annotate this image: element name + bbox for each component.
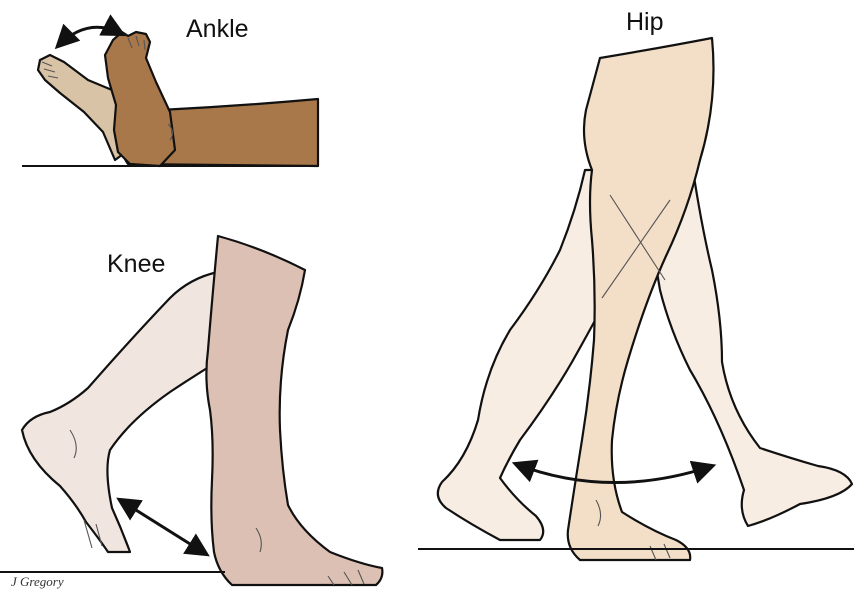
knee-panel: [0, 236, 382, 585]
knee-label: Knee: [107, 250, 165, 279]
knee-leg-front: [206, 236, 382, 585]
knee-motion-arrow: [120, 500, 206, 554]
hip-label: Hip: [626, 8, 664, 37]
ankle-panel: [22, 27, 318, 166]
artist-credit: J Gregory: [11, 574, 64, 590]
ankle-label: Ankle: [186, 15, 249, 44]
hip-panel: [418, 38, 854, 560]
